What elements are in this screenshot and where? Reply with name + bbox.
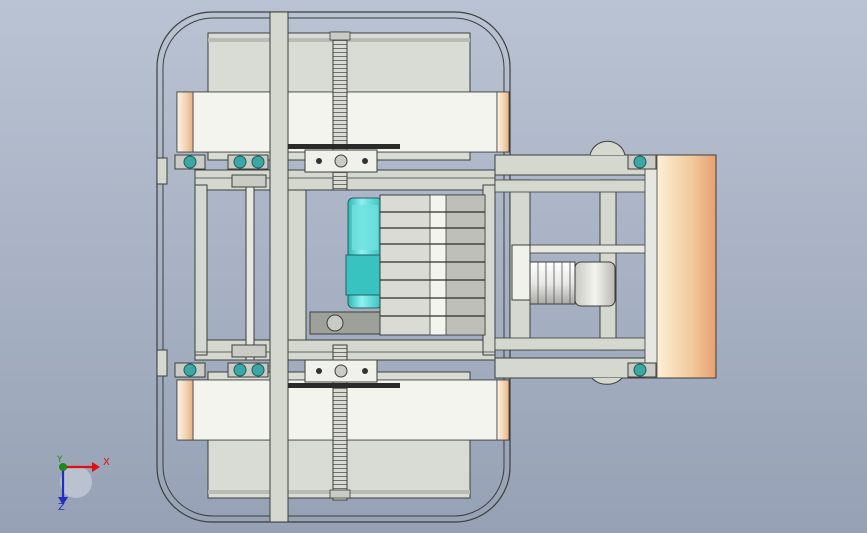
y-axis-label: Y <box>57 455 63 465</box>
x-axis-label: X <box>103 457 110 468</box>
z-axis-label: Z <box>58 502 65 513</box>
left-drive-shaft[interactable] <box>231 174 267 361</box>
bearing-right <box>627 154 657 378</box>
bottom-sprocket-chain <box>288 359 400 388</box>
teal-gear-motor[interactable] <box>345 197 385 309</box>
vertical-rail-left <box>269 11 289 523</box>
right-roller[interactable] <box>644 154 717 379</box>
top-sprocket-chain <box>288 144 400 173</box>
side-brackets-left <box>156 157 168 377</box>
stacked-plate-block <box>309 194 486 336</box>
bearing-top-left <box>174 154 269 170</box>
coordinate-triad <box>58 462 100 505</box>
bearing-bottom-left <box>174 362 269 378</box>
electric-motor[interactable] <box>511 244 616 307</box>
bottom-roller[interactable] <box>176 379 510 441</box>
